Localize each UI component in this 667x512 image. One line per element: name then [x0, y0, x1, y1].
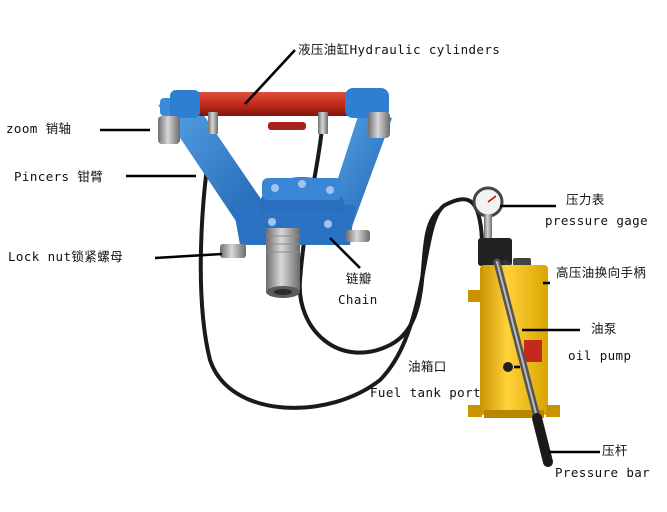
label-pressure-gauge-en-wrap: pressure gage: [545, 214, 648, 228]
label-hydraulic-cylinders-en: Hydraulic cylinders: [349, 42, 501, 57]
label-hydraulic-cylinders-zh: 液压油缸: [298, 42, 350, 57]
label-pincers-arm-en: Pincers: [14, 169, 70, 184]
label-fuel-tank-port-zh-wrap: 油箱口: [408, 360, 447, 374]
label-fuel-tank-port-en-wrap: Fuel tank port: [370, 386, 481, 400]
label-oil-pump-en: oil pump: [568, 348, 632, 363]
hydraulic-cylinder: [170, 88, 389, 134]
pressure-bar-lever: [493, 258, 553, 467]
label-pressure-bar-en: Pressure bar: [555, 465, 651, 480]
label-pressure-gauge-zh: 压力表: [566, 192, 605, 207]
label-lock-nut-zh: 锁紧螺母: [71, 249, 124, 264]
label-reversing-handle-zh: 高压油换向手柄: [556, 265, 647, 280]
label-pressure-bar-zh-wrap: 压杆: [602, 444, 628, 458]
leader-lines: [100, 49, 600, 454]
label-pincers-arm: Pincers 钳臂: [14, 170, 103, 184]
label-oil-pump-en-wrap: oil pump: [568, 349, 631, 363]
label-fuel-tank-port-en: Fuel tank port: [370, 385, 481, 400]
label-zoom-pin-zh: 销轴: [45, 121, 72, 136]
label-oil-pump-zh-wrap: 油泵: [591, 322, 617, 336]
label-pressure-gauge-zh-wrap: 压力表: [566, 193, 605, 207]
pressure-gauge: [472, 186, 504, 238]
label-pressure-gauge-en: pressure gage: [545, 213, 649, 228]
label-hydraulic-cylinders: 液压油缸Hydraulic cylinders: [298, 43, 500, 57]
pipe: [266, 228, 300, 298]
label-chain-zh: 链瓣: [346, 271, 372, 286]
label-pressure-bar-zh: 压杆: [602, 443, 628, 458]
label-fuel-tank-port-zh: 油箱口: [408, 359, 447, 374]
label-reversing-handle-wrap: 高压油换向手柄: [556, 266, 646, 280]
chain-jaws: [260, 177, 344, 236]
label-pressure-bar-en-wrap: Pressure bar: [555, 466, 650, 480]
label-chain-en: Chain: [338, 292, 378, 307]
label-oil-pump-zh: 油泵: [591, 321, 617, 336]
label-zoom-pin: zoom 销轴: [6, 122, 71, 136]
zoom-pins: [158, 112, 390, 144]
lock-nuts: [220, 230, 370, 258]
label-chain-en-wrap: Chain: [338, 293, 378, 307]
label-chain-zh-wrap: 链瓣: [346, 272, 372, 286]
label-pincers-arm-zh: 钳臂: [77, 169, 104, 184]
label-lock-nut-en: Lock nut: [8, 249, 72, 264]
label-lock-nut: Lock nut锁紧螺母: [8, 250, 123, 264]
label-zoom-pin-en: zoom: [6, 121, 38, 136]
